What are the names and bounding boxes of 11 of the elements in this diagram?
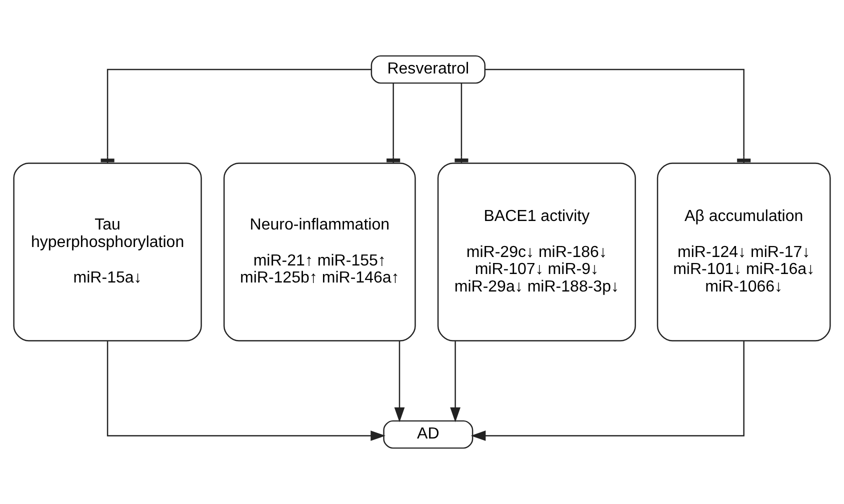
node-box: Neuro-inflammation miR-21↑ miR-155↑ miR-125b↑ miR-146a↑ [223,162,416,342]
arrow [450,341,460,422]
node-box: BACE1 activity miR-29c↓ miR-186↓ miR-107↓ miR-9↓ miR-29a↓ miR-188-3p↓ [437,162,636,342]
node-box: Aβ accumulation miR-124↓ miR-17↓ miR-101↓ miR-16a↓ miR-1066↓ [656,162,831,342]
node-box: Resveratrol [370,55,486,84]
arrow [106,341,386,441]
node-box: Tau hyperphosphorylation miR-15a↓ [13,162,202,342]
arrow [470,341,744,441]
arrow [394,341,405,422]
node-box: AD [383,420,474,449]
connector [484,68,751,163]
